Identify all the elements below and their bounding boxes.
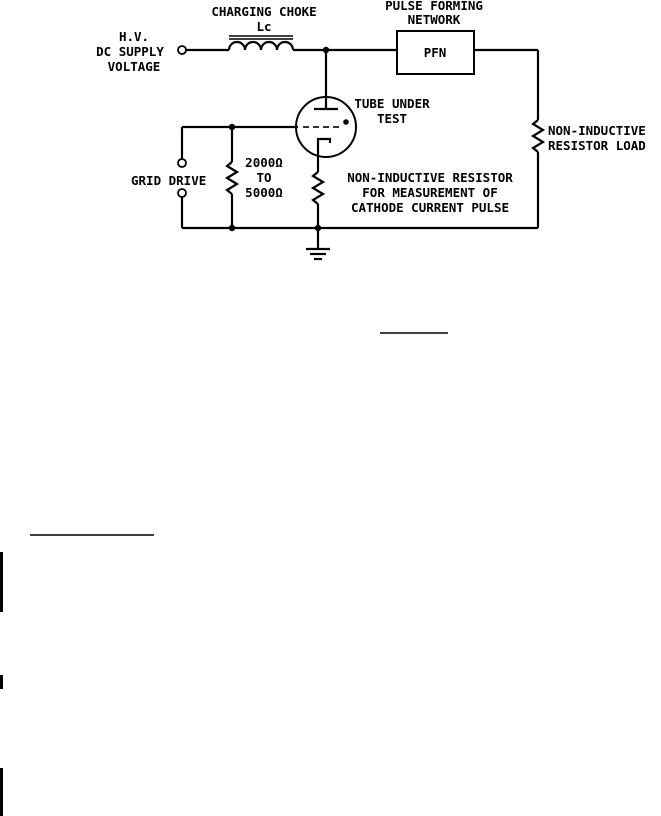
supply-label-line1: H.V. bbox=[119, 29, 149, 44]
pfn-title-line1: PULSE FORMING bbox=[385, 0, 483, 13]
inductor-icon bbox=[227, 35, 295, 51]
grid-resistor-label-line2: TO bbox=[256, 170, 271, 185]
supply-label-line3: VOLTAGE bbox=[108, 59, 161, 74]
pfn-box-label: PFN bbox=[424, 45, 447, 60]
cathode-resistor-icon bbox=[310, 171, 326, 205]
tube-label-line1: TUBE UNDER bbox=[354, 96, 430, 111]
load-resistor-icon bbox=[530, 119, 546, 153]
pfn-box bbox=[396, 30, 475, 75]
choke-symbol-label: Lc bbox=[256, 19, 271, 34]
pfn-title-line2: NETWORK bbox=[408, 12, 461, 27]
grid-resistor-label-line1: 2000Ω bbox=[245, 155, 283, 170]
load-label-line2: RESISTOR LOAD bbox=[548, 138, 646, 153]
tube-label-line2: TEST bbox=[377, 111, 407, 126]
grid-drive-terminal-bottom-icon bbox=[177, 188, 187, 198]
cathode-resistor-label-line2: FOR MEASUREMENT OF bbox=[362, 185, 497, 200]
ground-icon bbox=[306, 228, 330, 261]
supply-label-line2: DC SUPPLY bbox=[96, 44, 164, 59]
load-label-line1: NON-INDUCTIVE bbox=[548, 123, 646, 138]
grid-drive-label: GRID DRIVE bbox=[131, 173, 206, 188]
change-bar-2 bbox=[0, 675, 3, 689]
grid-drive-terminal-top-icon bbox=[177, 158, 187, 168]
hv-supply-terminal-icon bbox=[177, 45, 187, 55]
vacuum-tube-icon bbox=[295, 96, 357, 158]
grid-resistor-label-line3: 5000Ω bbox=[245, 185, 283, 200]
grid-resistor-icon bbox=[224, 161, 240, 195]
choke-title: CHARGING CHOKE bbox=[211, 4, 316, 19]
change-bar-3 bbox=[0, 768, 3, 816]
change-bar-1 bbox=[0, 552, 3, 612]
cathode-resistor-label-line3: CATHODE CURRENT PULSE bbox=[351, 200, 509, 215]
cathode-resistor-label-line1: NON-INDUCTIVE RESISTOR bbox=[347, 170, 513, 185]
junction-dot-bottom-left bbox=[228, 224, 236, 232]
